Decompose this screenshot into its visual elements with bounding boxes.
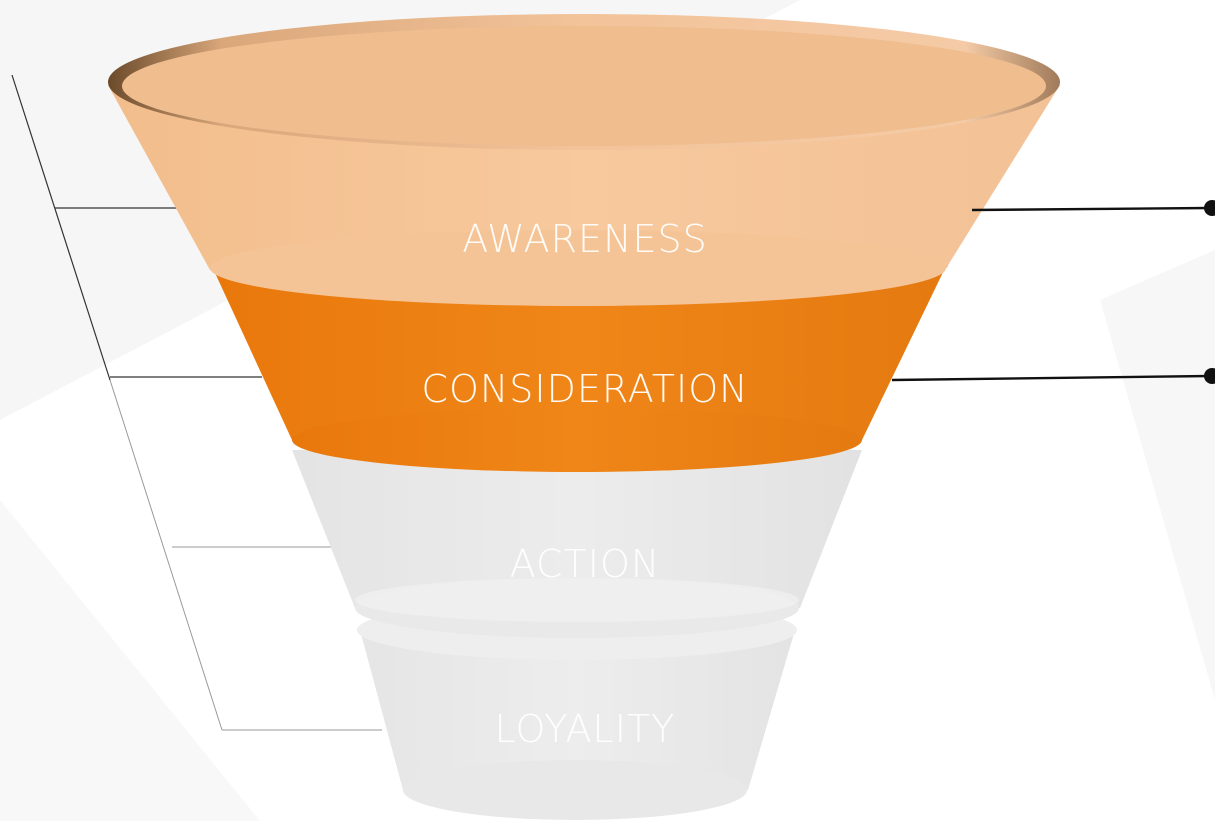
right-connector-consideration [891,368,1215,384]
consideration-label: CONSIDERATION [421,367,749,411]
awareness-label: AWARENESS [462,217,708,261]
loyality-label: LOYALITY [494,707,676,751]
background-shape [0,500,260,821]
left-connector-lines-grey [109,379,382,731]
stage-labels: AWARENESS CONSIDERATION ACTION LOYALITY [285,0,885,821]
action-stage [292,450,862,638]
left-connector-lines [11,74,262,381]
action-label: ACTION [509,542,661,586]
connector-dot-icon [1204,368,1215,384]
awareness-stage [108,14,1060,306]
connector-dot-icon [1204,200,1215,216]
right-connector-awareness [971,200,1215,216]
background-shape [1100,250,1215,700]
